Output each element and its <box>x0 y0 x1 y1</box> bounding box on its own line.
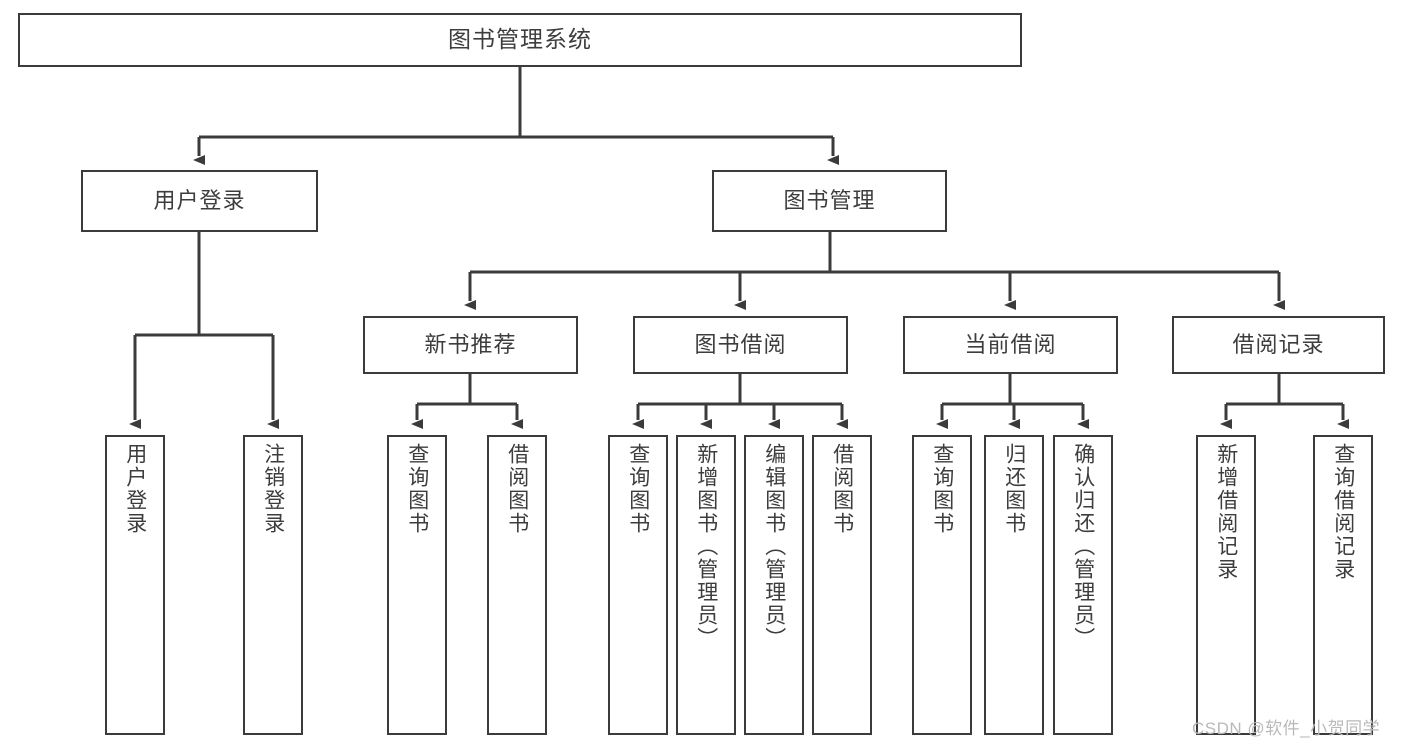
leaf-label: 确认归还（管理员） <box>1071 443 1095 650</box>
node-leaf-query-book-current[interactable]: 查询图书 <box>912 435 972 735</box>
node-leaf-user-logout[interactable]: 注销登录 <box>243 435 303 735</box>
watermark: CSDN @软件_小贺同学 <box>1192 719 1381 738</box>
leaf-label: 用户登录 <box>123 443 147 535</box>
leaf-label: 查询图书 <box>405 443 429 535</box>
node-new-book-recommend[interactable]: 新书推荐 <box>363 316 578 374</box>
node-leaf-borrow-book[interactable]: 借阅图书 <box>812 435 872 735</box>
node-user-login[interactable]: 用户登录 <box>81 170 318 232</box>
node-leaf-borrow-book-rec[interactable]: 借阅图书 <box>487 435 547 735</box>
node-leaf-edit-book[interactable]: 编辑图书（管理员） <box>744 435 804 735</box>
node-leaf-add-borrow-record[interactable]: 新增借阅记录 <box>1196 435 1256 735</box>
node-book-manage[interactable]: 图书管理 <box>712 170 947 232</box>
leaf-label: 新增借阅记录 <box>1214 443 1238 581</box>
node-book-borrow[interactable]: 图书借阅 <box>633 316 848 374</box>
leaf-label: 注销登录 <box>261 443 285 535</box>
leaf-label: 查询借阅记录 <box>1331 443 1355 581</box>
node-leaf-user-login[interactable]: 用户登录 <box>105 435 165 735</box>
node-leaf-add-book[interactable]: 新增图书（管理员） <box>676 435 736 735</box>
leaf-label: 归还图书 <box>1002 443 1026 535</box>
leaf-label: 查询图书 <box>930 443 954 535</box>
node-borrow-record[interactable]: 借阅记录 <box>1172 316 1385 374</box>
node-leaf-query-book-borrow[interactable]: 查询图书 <box>608 435 668 735</box>
node-leaf-return-book[interactable]: 归还图书 <box>984 435 1044 735</box>
node-leaf-query-book-rec[interactable]: 查询图书 <box>387 435 447 735</box>
leaf-label: 查询图书 <box>626 443 650 535</box>
node-leaf-confirm-return[interactable]: 确认归还（管理员） <box>1053 435 1113 735</box>
leaf-label: 借阅图书 <box>830 443 854 535</box>
node-current-borrow[interactable]: 当前借阅 <box>903 316 1118 374</box>
leaf-label: 借阅图书 <box>505 443 529 535</box>
leaf-label: 编辑图书（管理员） <box>762 443 786 650</box>
node-root[interactable]: 图书管理系统 <box>18 13 1022 67</box>
leaf-label: 新增图书（管理员） <box>694 443 718 650</box>
node-leaf-query-borrow-record[interactable]: 查询借阅记录 <box>1313 435 1373 735</box>
